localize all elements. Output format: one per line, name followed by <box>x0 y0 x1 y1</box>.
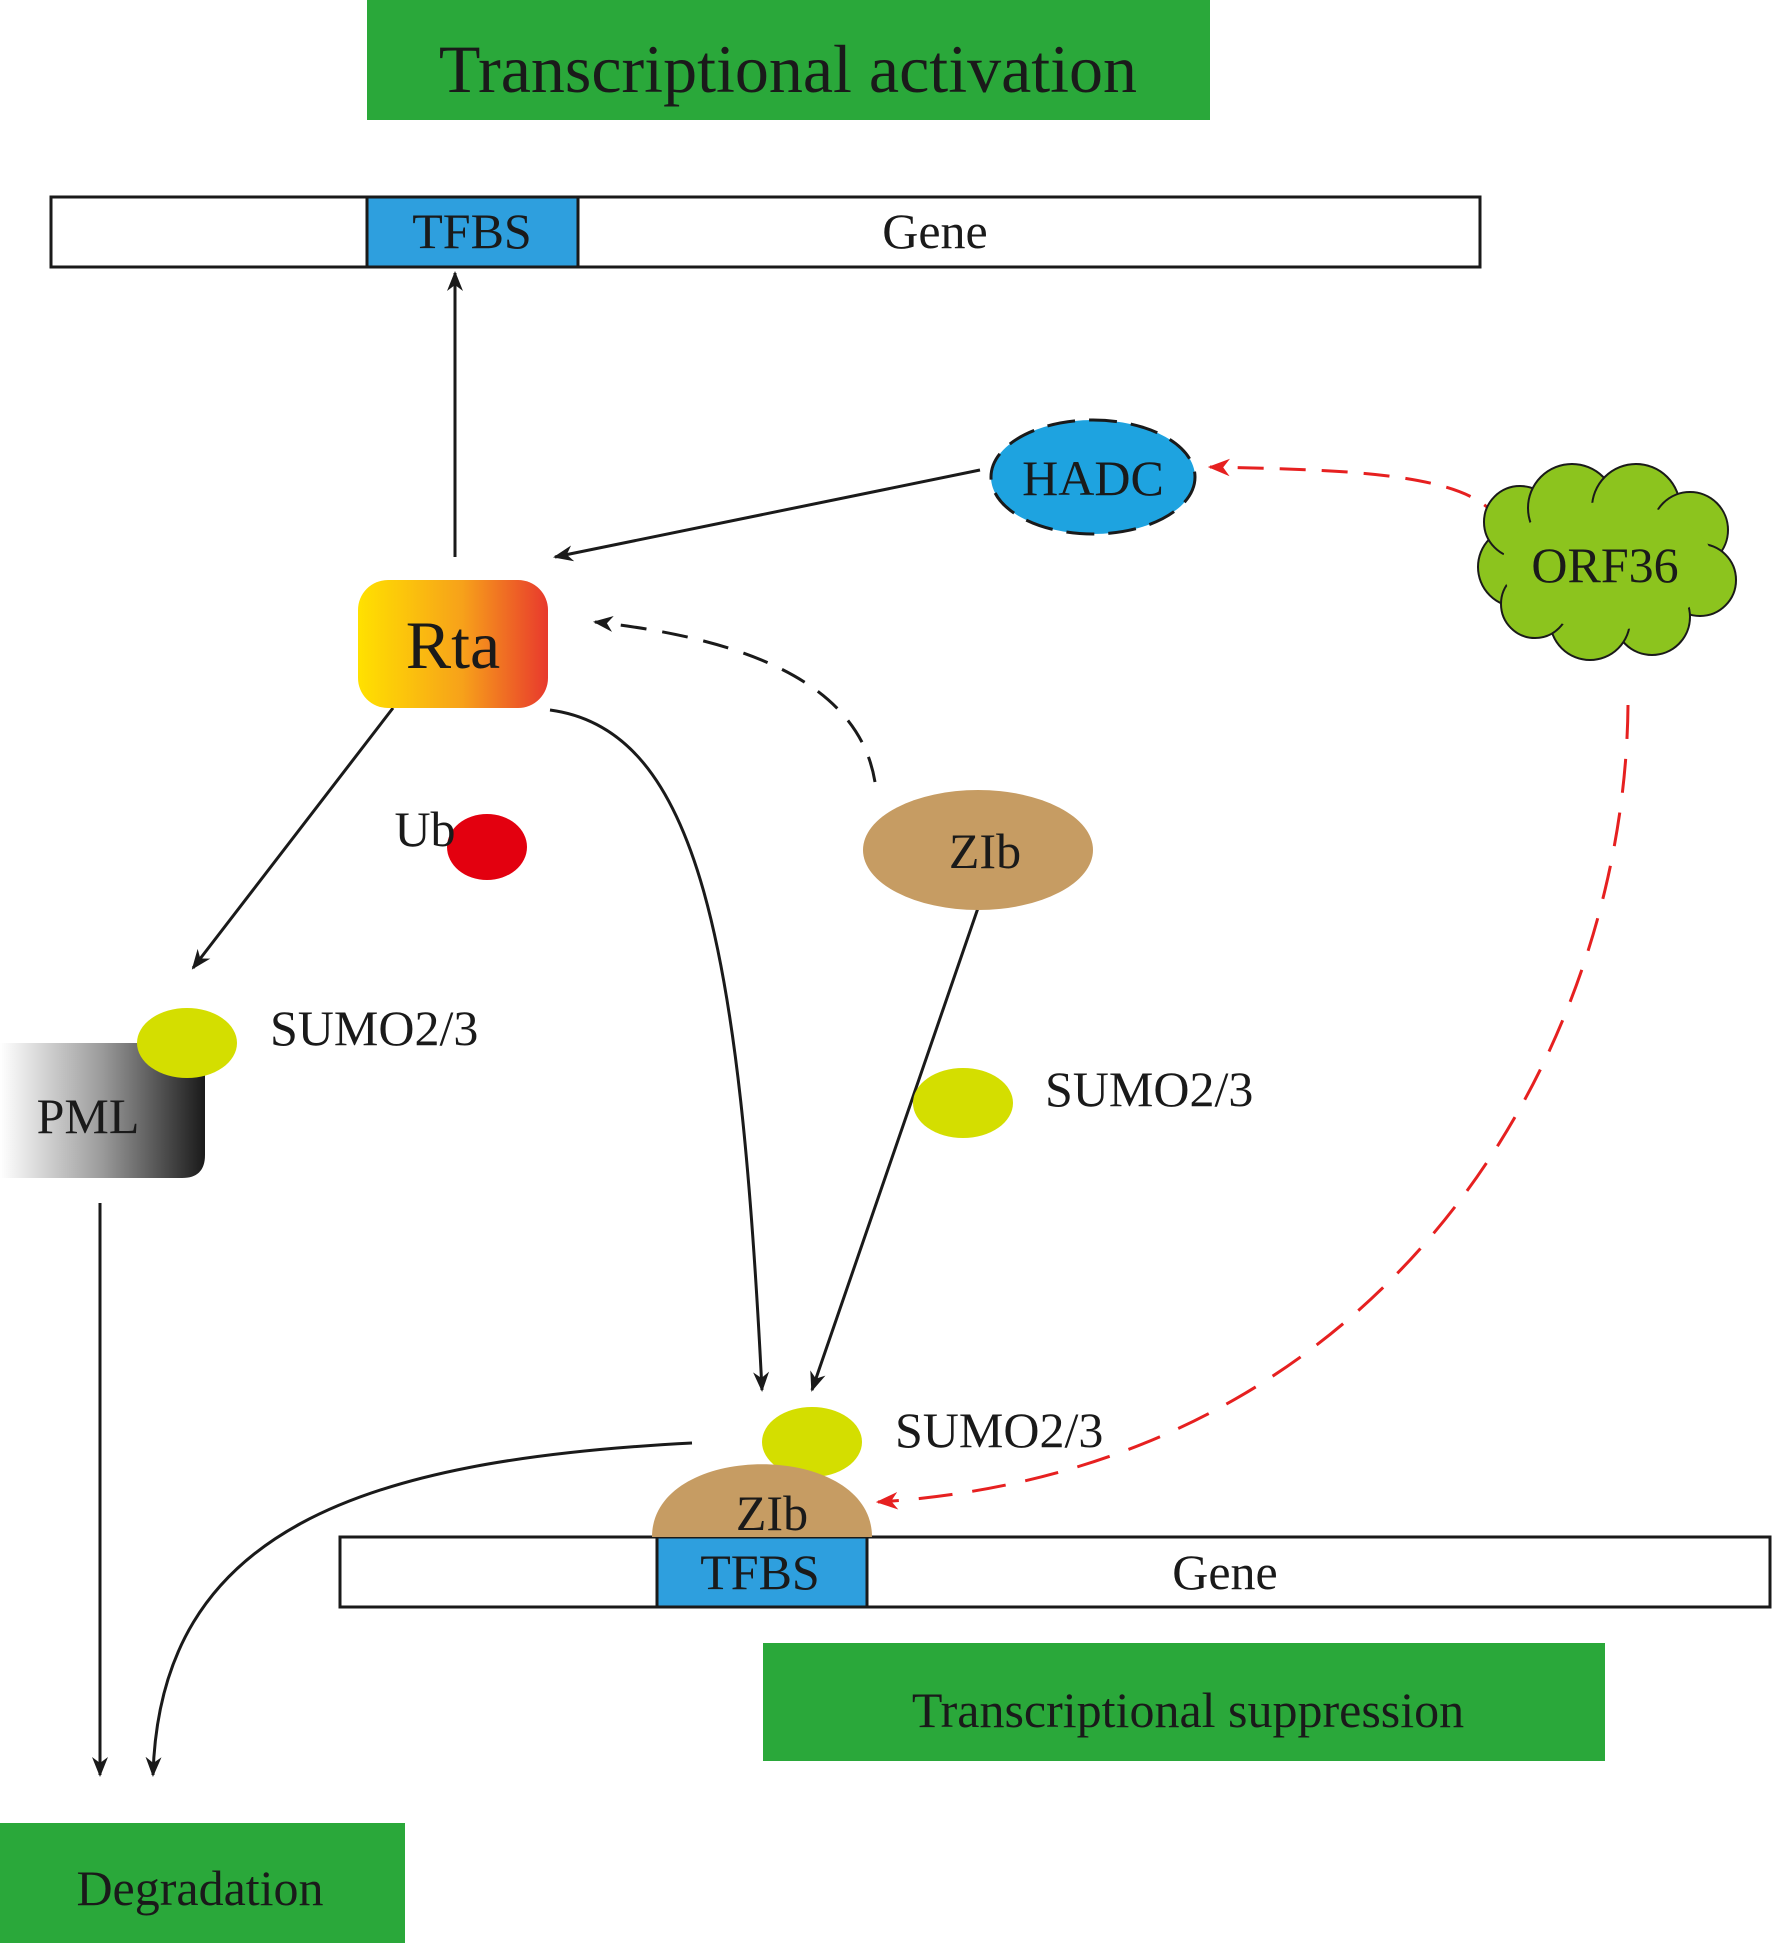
orf36-label: ORF36 <box>1531 537 1678 593</box>
hadc-label: HADC <box>1022 450 1164 506</box>
gene-label-top: Gene <box>882 203 988 259</box>
zib-to-degradation-arrow <box>145 1441 693 1777</box>
sumo-bound-label: SUMO2/3 <box>895 1402 1103 1458</box>
zib-to-rta-arrow <box>593 616 877 783</box>
ub-label: Ub <box>394 801 455 857</box>
pml-node: PML <box>0 1043 205 1178</box>
activation-label: Transcriptional activation <box>439 31 1137 107</box>
rta-to-zib-arrow <box>549 708 770 1392</box>
orf36-to-zib-arrow <box>875 704 1630 1510</box>
zib-bound-complex: ZIb SUMO2/3 <box>652 1402 1103 1541</box>
sumo-pml-label: SUMO2/3 <box>270 1000 478 1056</box>
ub-node: Ub <box>394 801 527 880</box>
gene-bar-top: TFBS Gene <box>49 195 1482 269</box>
zib-to-bound-zib-arrow <box>810 907 980 1392</box>
hadc-to-rta-arrow <box>553 468 981 562</box>
gene-label-bottom: Gene <box>1172 1544 1278 1600</box>
zib-free-node: ZIb <box>863 790 1093 910</box>
pml-label: PML <box>37 1088 140 1144</box>
sumo-middle-label: SUMO2/3 <box>1045 1061 1253 1117</box>
degradation-label: Degradation <box>76 1860 323 1916</box>
hadc-node: HADC <box>989 418 1197 536</box>
suppression-banner: Transcriptional suppression <box>763 1643 1605 1761</box>
orf36-node: ORF36 <box>1477 463 1737 661</box>
tfbs-label-bottom: TFBS <box>700 1544 820 1600</box>
zib-free-label: ZIb <box>949 823 1021 879</box>
tfbs-label-top: TFBS <box>412 203 532 259</box>
sumo-pml: SUMO2/3 <box>137 1000 478 1078</box>
activation-banner: Transcriptional activation <box>367 0 1210 120</box>
zib-bound-label: ZIb <box>736 1485 808 1541</box>
rta-node: Rta <box>358 580 548 708</box>
rta-label: Rta <box>406 607 500 683</box>
rta-to-pml-arrow <box>191 707 395 970</box>
suppression-label: Transcriptional suppression <box>912 1682 1464 1738</box>
tfbs-site-top <box>365 195 580 269</box>
gene-bar-bottom: TFBS Gene <box>338 1535 1772 1609</box>
orf36-to-hadc-arrow <box>1207 458 1502 526</box>
sumo-middle: SUMO2/3 <box>913 1061 1253 1138</box>
degradation-banner: Degradation <box>0 1823 405 1943</box>
